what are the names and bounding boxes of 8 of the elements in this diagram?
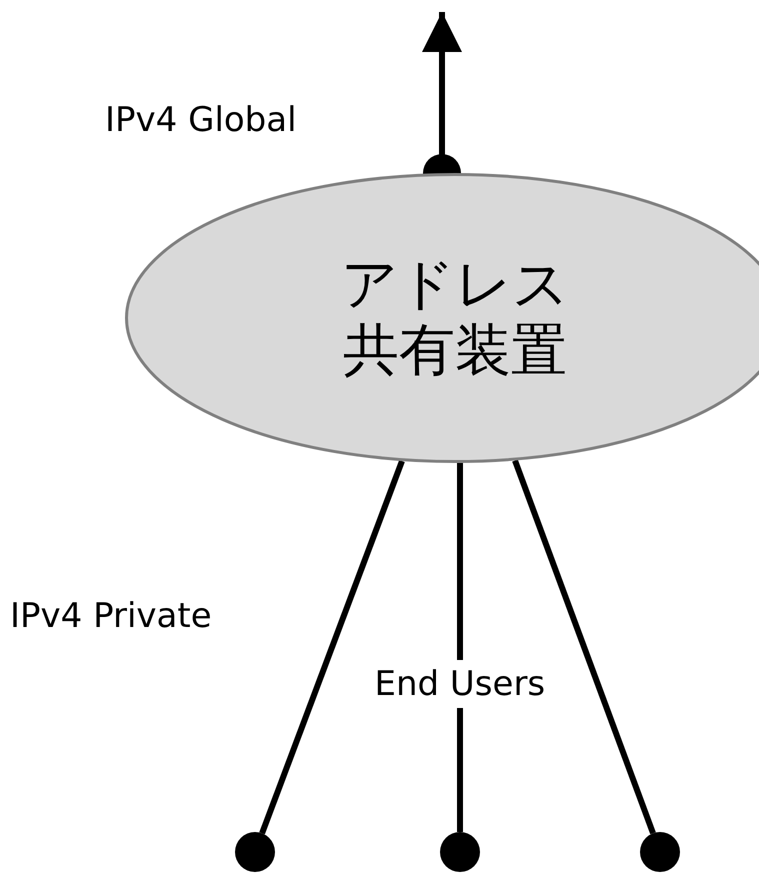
endpoint-dot (235, 832, 275, 872)
endpoint-dot (440, 832, 480, 872)
connector-line (512, 460, 656, 834)
device-label: アドレス共有装置 (340, 252, 570, 384)
network-label: IPv4 Private (10, 596, 212, 636)
network-label: IPv4 Global (105, 100, 297, 140)
connector-line (259, 460, 405, 834)
endpoint-dot (640, 832, 680, 872)
